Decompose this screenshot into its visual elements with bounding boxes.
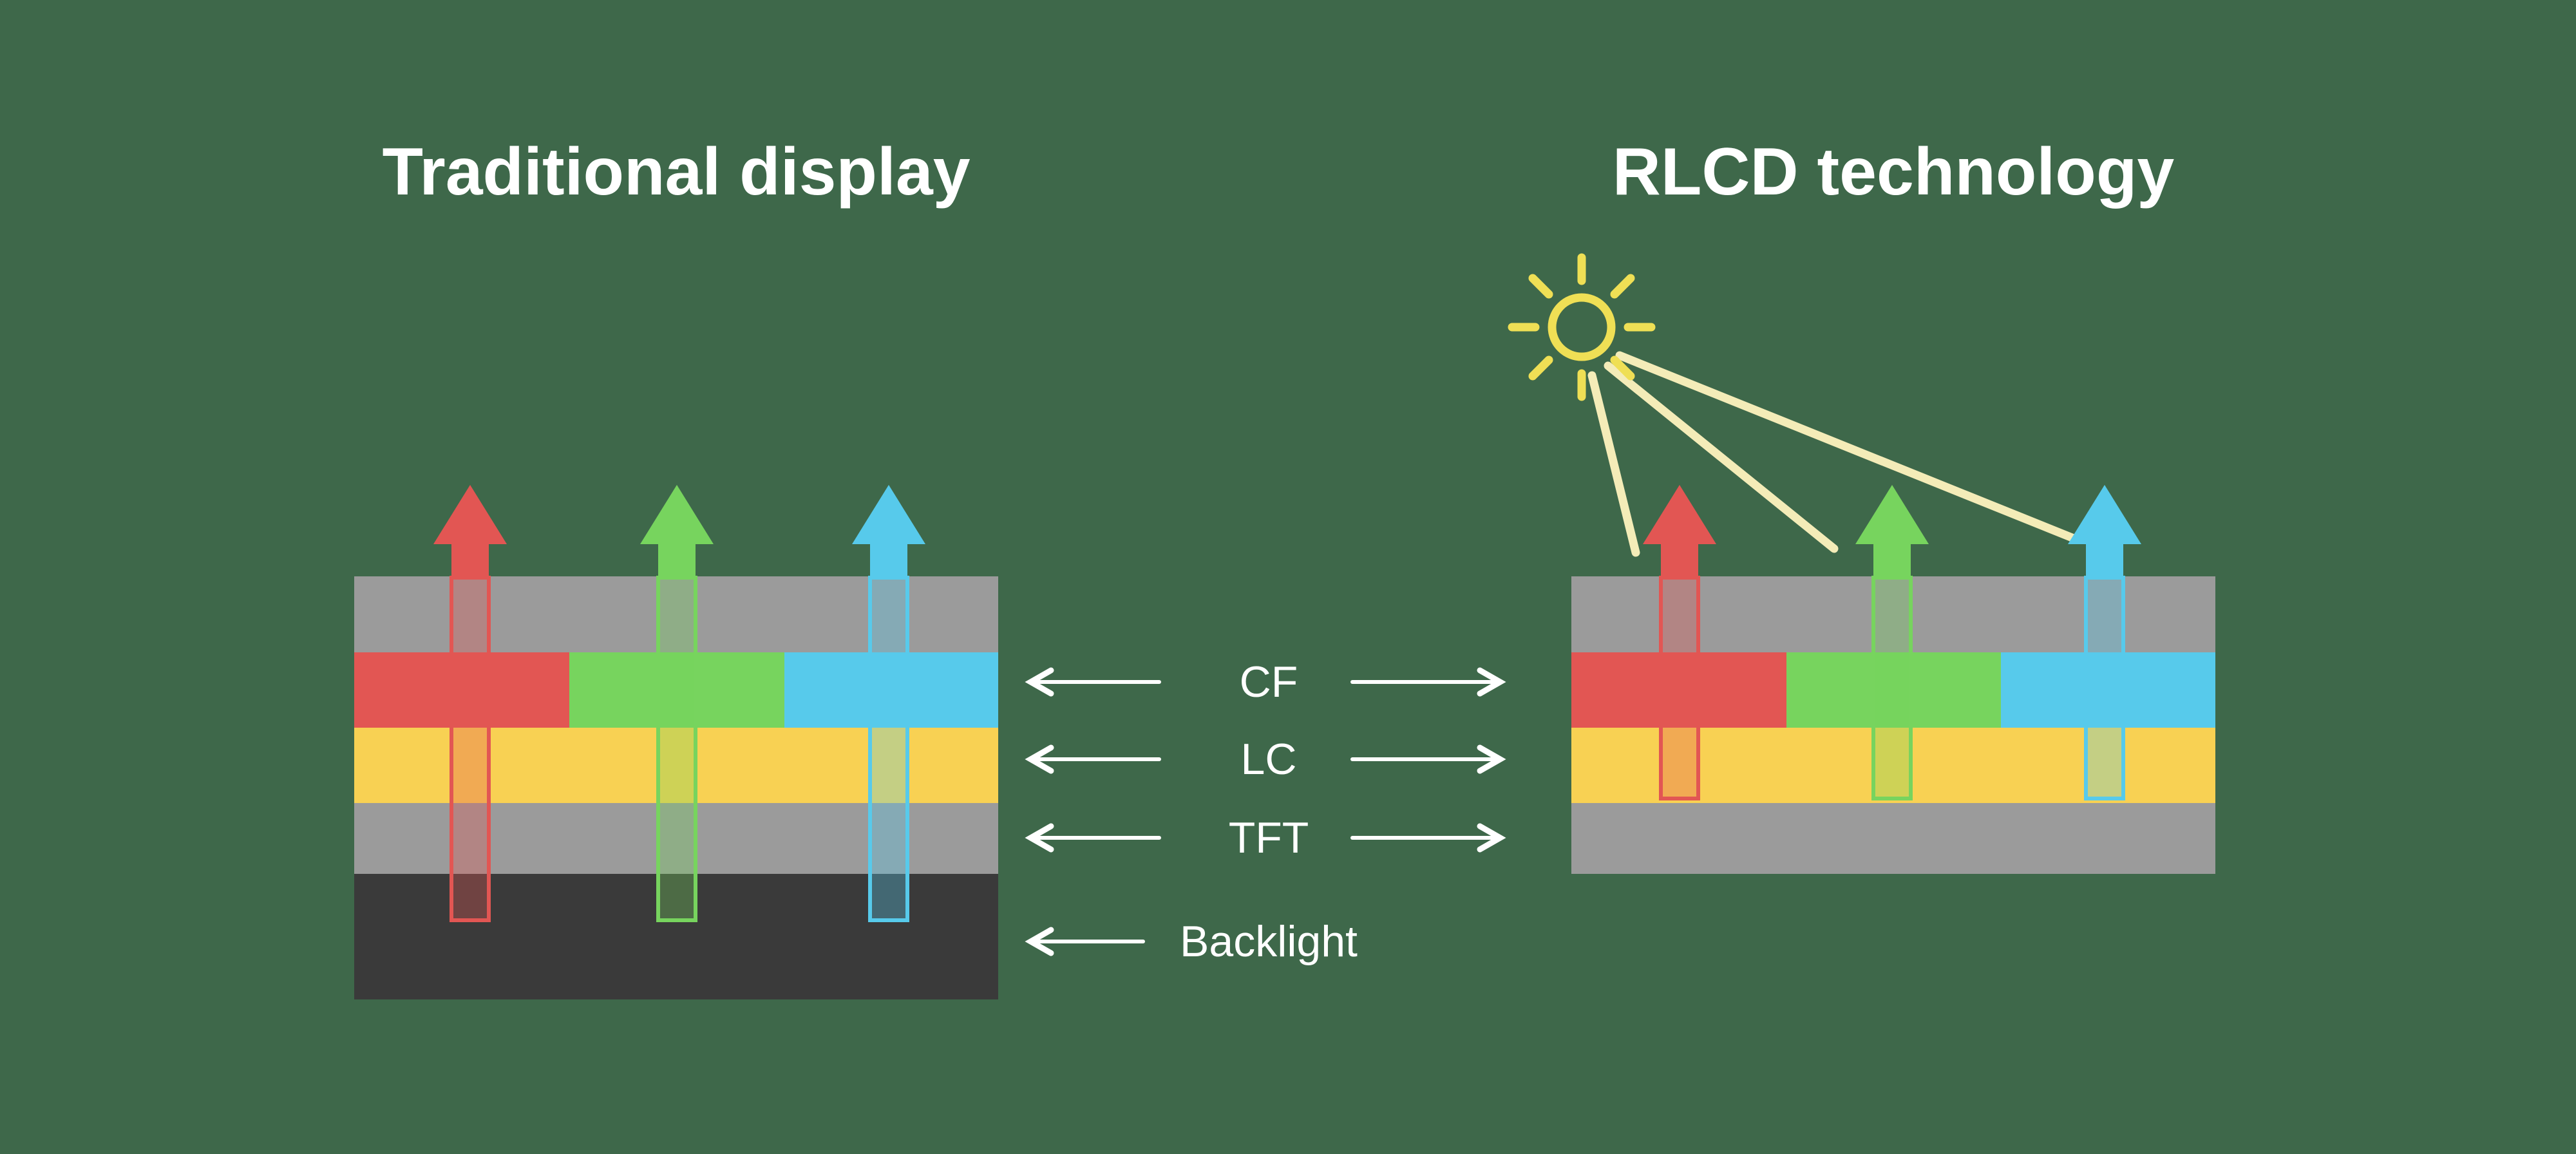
sun-icon: [1508, 253, 1656, 401]
right-stack-lc-layer: [1571, 728, 2215, 803]
legend-label-backlight: Backlight: [1180, 917, 1358, 966]
right-stack-top-glass-layer: [1571, 576, 2215, 652]
left-stack-top-glass-layer: [354, 576, 998, 652]
legend-label-lc: LC: [1240, 735, 1297, 784]
right-title: RLCD technology: [1612, 135, 2175, 209]
sun-beam-2: [1604, 361, 1839, 553]
right-stack-tft-layer: [1571, 803, 2215, 874]
sun-beam-1: [1587, 371, 1640, 557]
legend-label-cf: CF: [1239, 657, 1298, 706]
right-stack-cf-red-segment: [1571, 652, 1786, 728]
left-stack-tft-layer: [354, 803, 998, 874]
sunlight-beams: [1587, 351, 2081, 557]
left-stack-backlight-layer: [354, 874, 998, 999]
legend-pointer-arrows: [1025, 667, 1506, 956]
legend-label-tft: TFT: [1228, 813, 1309, 862]
left-stack-lc-layer: [354, 728, 998, 803]
left-stack-cf-green-segment: [569, 652, 784, 728]
right-stack-cf-cyan-segment: [2001, 652, 2215, 728]
sun-beam-3: [1615, 351, 2081, 544]
left-stack-cf-cyan-segment: [784, 652, 998, 728]
left-stack-cf-red-segment: [354, 652, 569, 728]
left-title: Traditional display: [382, 135, 971, 209]
right-stack-cf-green-segment: [1786, 652, 2001, 728]
